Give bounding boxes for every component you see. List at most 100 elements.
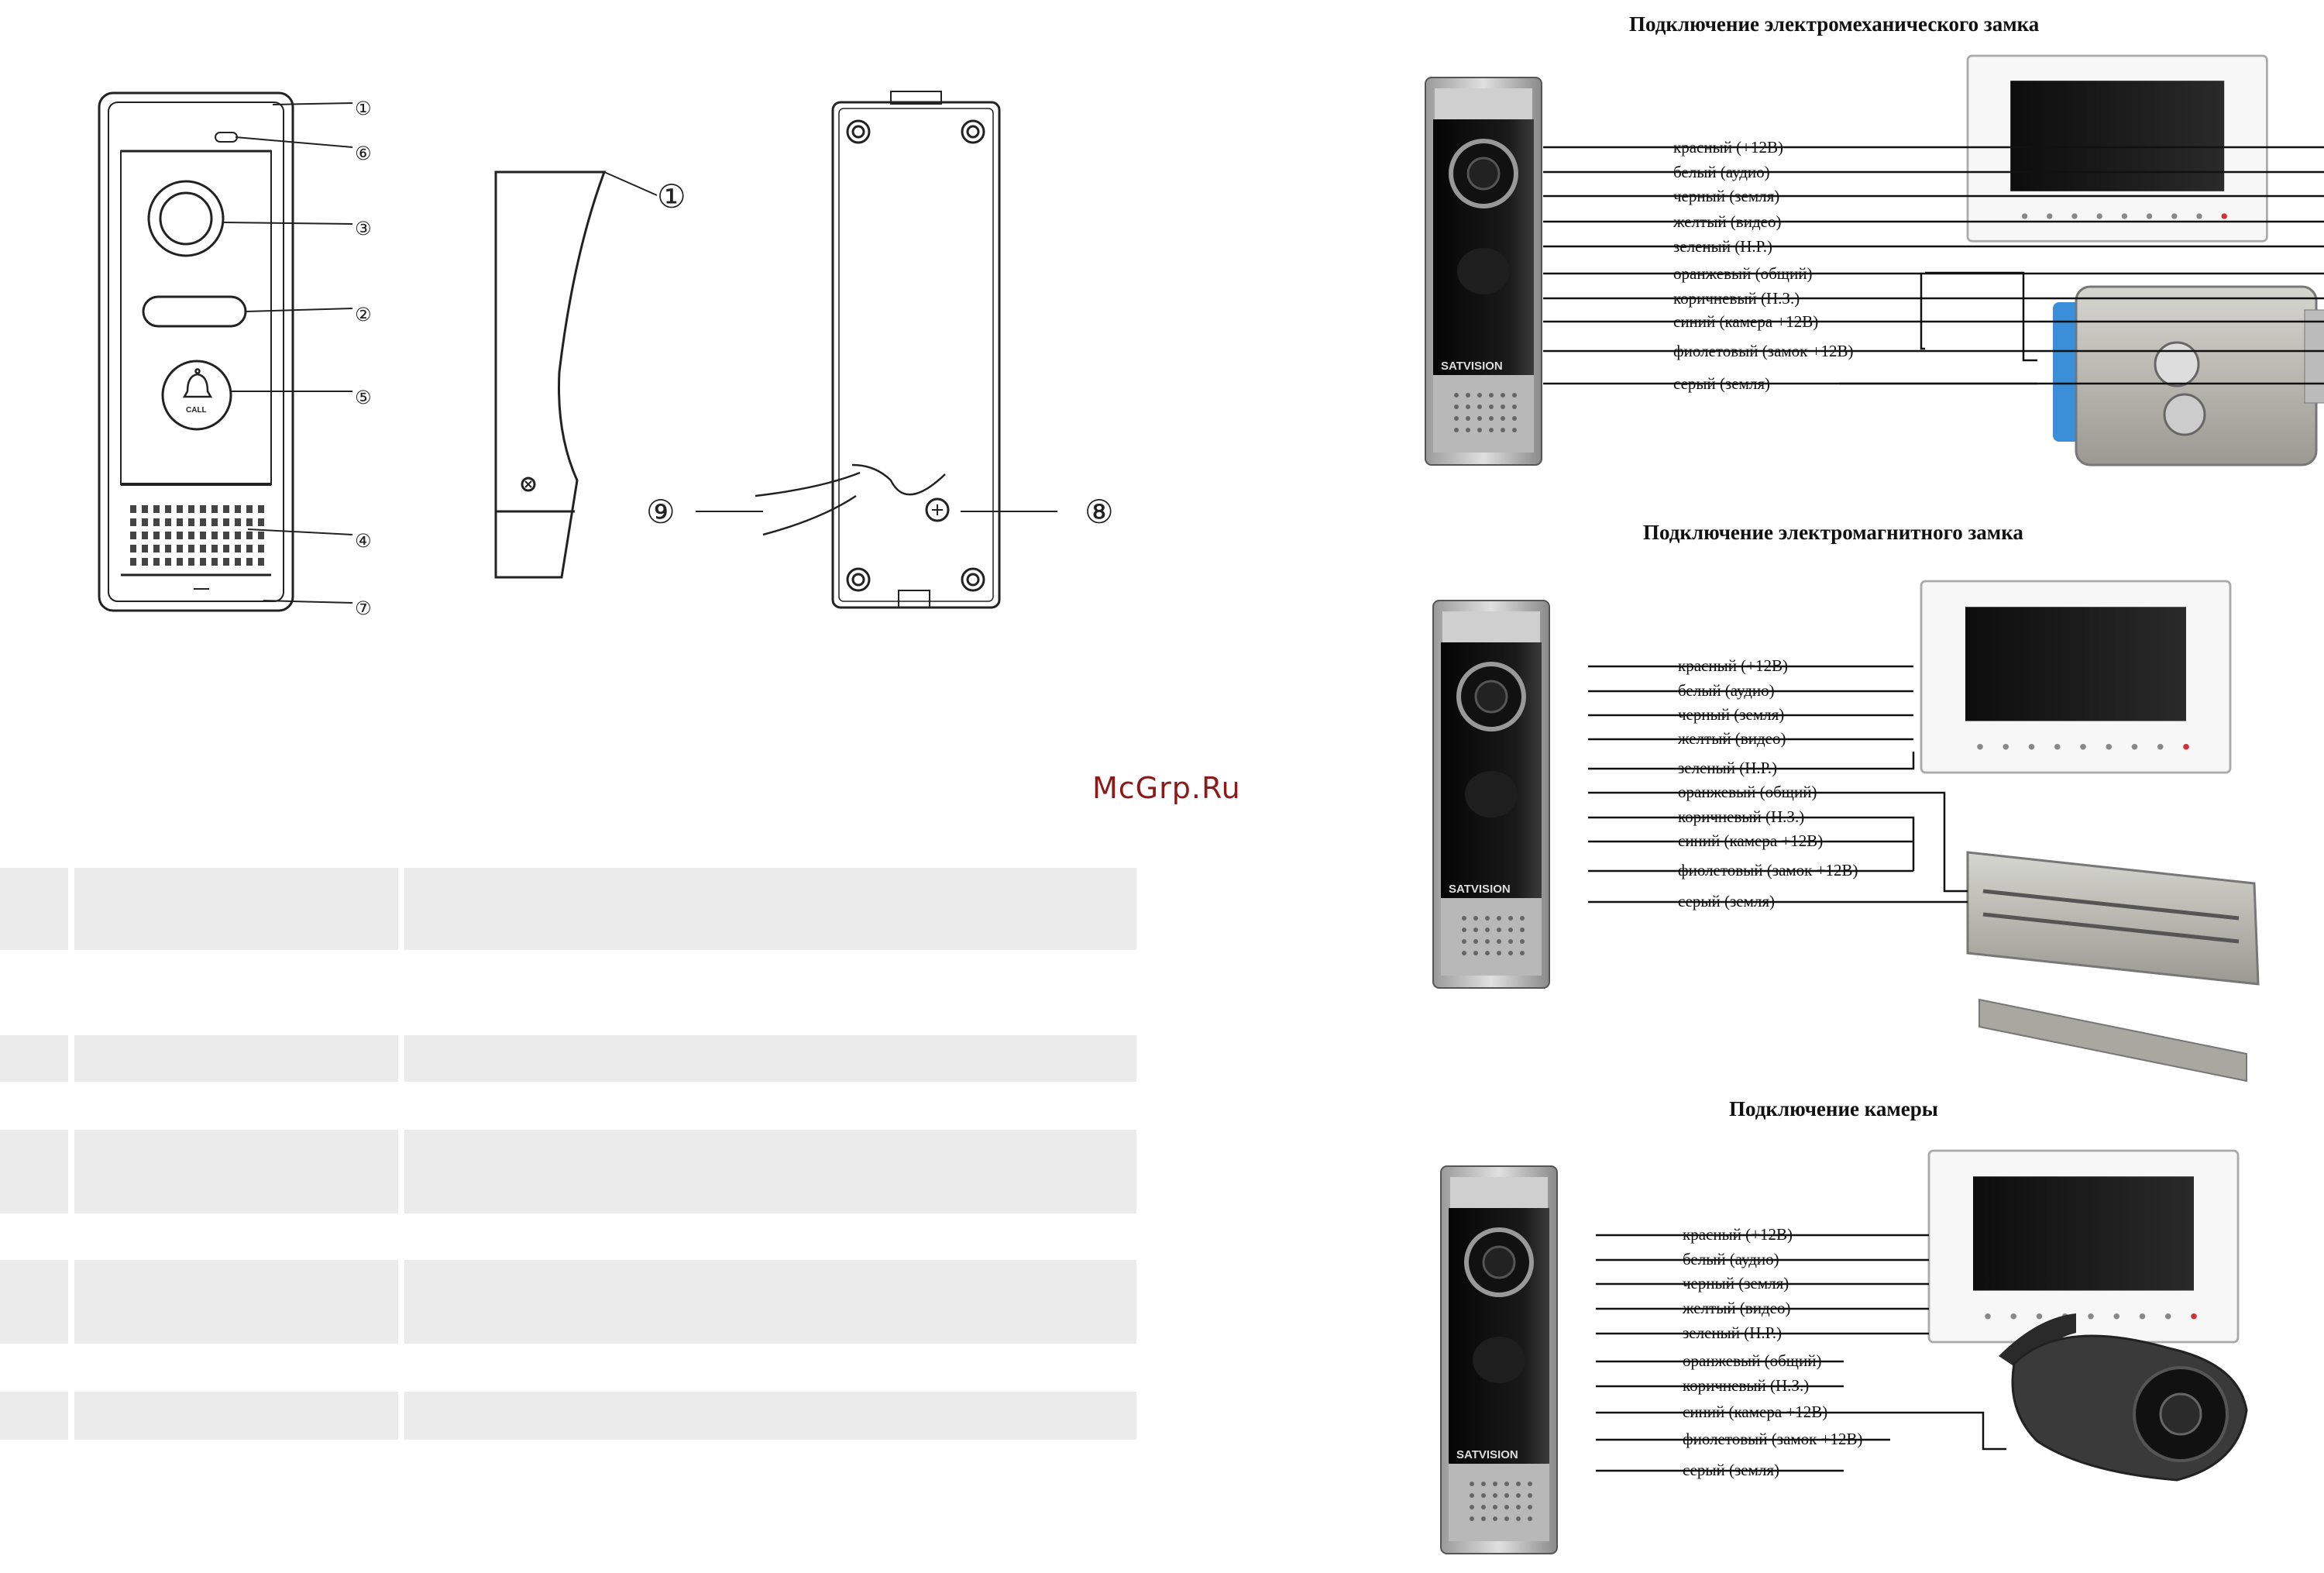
- grille-hole: [200, 505, 206, 513]
- grille-hole: [211, 545, 218, 552]
- grille-hole: [235, 505, 241, 513]
- side-view-drawing: [494, 170, 658, 579]
- grille-hole: [223, 505, 229, 513]
- callout-1: ①: [355, 98, 372, 119]
- grille-hole: [246, 545, 253, 552]
- grille-hole: [246, 532, 253, 539]
- grille-hole: [177, 505, 183, 513]
- grille-hole: [165, 532, 171, 539]
- wire-label-black: черный (земля): [1673, 187, 1780, 205]
- grille-hole: [142, 532, 148, 539]
- door-panel-brand: SATVISION: [1449, 883, 1511, 896]
- grille-hole: [142, 505, 148, 513]
- grille-hole: [223, 558, 229, 566]
- grille-hole: [153, 505, 160, 513]
- bell-icon: [182, 368, 213, 398]
- table-cell: [0, 1260, 68, 1344]
- grille-hole: [142, 558, 148, 566]
- grille-hole: [258, 532, 264, 539]
- wire-label-red: красный (+12В): [1673, 138, 1784, 157]
- grille-hole: [246, 518, 253, 526]
- grille-hole: [177, 518, 183, 526]
- table-cell: [74, 868, 398, 950]
- wire-label-yellow: желтый (видео): [1673, 212, 1782, 231]
- grille-hole: [258, 505, 264, 513]
- table-cell: [74, 1035, 398, 1082]
- grille-hole: [258, 545, 264, 552]
- panel-drawings: CALL ① ⑥ ③ ② ⑤ ④ ⑦ ①: [98, 91, 1114, 619]
- wire-label-white: белый (аудио): [1673, 163, 1770, 181]
- camera-diagram: SATVISION: [1441, 1149, 2248, 1554]
- wire-label-green: зеленый (Н.Р.): [1673, 237, 1772, 256]
- grille-hole: [177, 532, 183, 539]
- grille-hole: [188, 505, 194, 513]
- grille-hole: [188, 558, 194, 566]
- grille-hole: [177, 558, 183, 566]
- front-view-drawing: [98, 91, 294, 612]
- grille-hole: [235, 545, 241, 552]
- grille-hole: [223, 518, 229, 526]
- grille-hole: [200, 545, 206, 552]
- callout-6: ⑥: [355, 143, 372, 164]
- grille-hole: [153, 518, 160, 526]
- section-title-camera: Подключение камеры: [1729, 1097, 1938, 1120]
- callout-7: ⑦: [355, 597, 372, 619]
- wire-label-blue: синий (камера +12В): [1673, 312, 1819, 331]
- grille-hole: [177, 545, 183, 552]
- call-button-label: CALL: [186, 406, 207, 415]
- table-cell: [404, 1130, 1136, 1213]
- grille-hole: [153, 558, 160, 566]
- callout-4: ④: [355, 530, 372, 552]
- table-cell: [0, 1035, 68, 1082]
- door-panel-brand: SATVISION: [1441, 360, 1503, 373]
- speaker-grille: [130, 505, 264, 566]
- callout-5: ⑤: [355, 387, 372, 408]
- grille-hole: [211, 518, 218, 526]
- grille-hole: [200, 558, 206, 566]
- table-cell: [404, 1260, 1136, 1344]
- grille-hole: [211, 505, 218, 513]
- door-panel-brand: SATVISION: [1456, 1448, 1518, 1461]
- watermark: McGrp.Ru: [1092, 771, 1241, 805]
- callout-3: ③: [355, 218, 372, 239]
- grille-hole: [130, 545, 136, 552]
- back-view-drawing: [755, 91, 1001, 609]
- grille-hole: [200, 518, 206, 526]
- callout-8: ⑧: [1085, 493, 1114, 531]
- front-leader-lines: [222, 102, 353, 604]
- grille-hole: [165, 518, 171, 526]
- grille-hole: [200, 532, 206, 539]
- table-cell: [74, 1260, 398, 1344]
- grille-hole: [153, 545, 160, 552]
- grille-hole: [188, 545, 194, 552]
- em-lock-diagram: SATVISION: [1425, 54, 2324, 466]
- wire-label-violet: фиолетовый (замок +12В): [1673, 342, 1854, 360]
- grille-hole: [153, 532, 160, 539]
- callout-2: ②: [355, 304, 372, 325]
- grille-hole: [223, 532, 229, 539]
- section-title-mag-lock: Подключение электромагнитного замка: [1643, 521, 2023, 544]
- em-lock-image: [2053, 285, 2324, 466]
- grille-hole: [188, 532, 194, 539]
- grille-hole: [130, 532, 136, 539]
- table-cell: [0, 1392, 68, 1440]
- grille-hole: [246, 558, 253, 566]
- grille-hole: [130, 558, 136, 566]
- table-cell: [404, 1392, 1136, 1440]
- table-cell: [404, 868, 1136, 950]
- table-cell: [404, 1035, 1136, 1082]
- wire-label-grey: серый (земля): [1673, 374, 1771, 393]
- mag-lock-diagram: SATVISION: [1433, 580, 2260, 1083]
- grille-hole: [130, 505, 136, 513]
- table-cell: [74, 1130, 398, 1213]
- callout-side-1: ①: [657, 177, 686, 215]
- grille-hole: [142, 545, 148, 552]
- connection-diagrams: SATVISION SATVISION: [1379, 54, 2324, 1573]
- grille-hole: [165, 558, 171, 566]
- grille-hole: [188, 518, 194, 526]
- grille-hole: [246, 505, 253, 513]
- table-cell: [0, 1130, 68, 1213]
- grille-hole: [235, 558, 241, 566]
- grille-hole: [142, 518, 148, 526]
